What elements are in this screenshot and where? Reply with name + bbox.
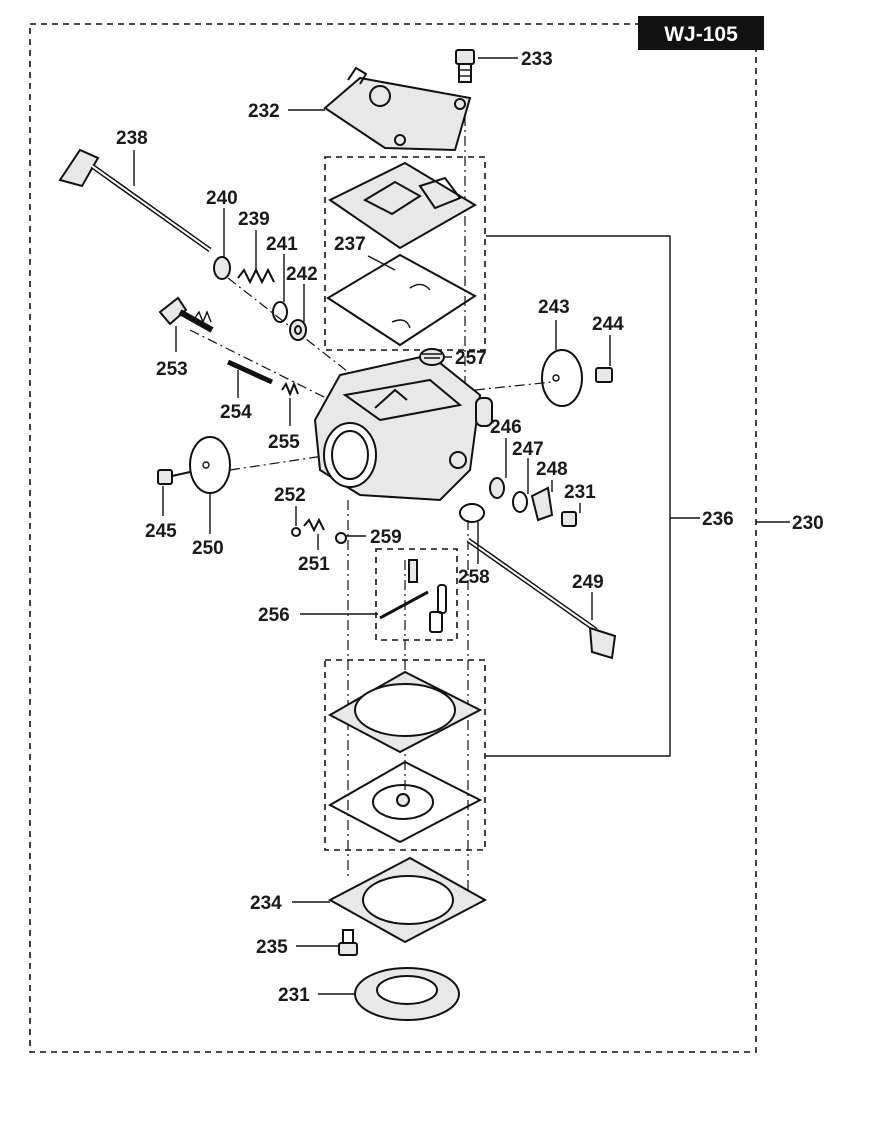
part-259-plug (335, 532, 347, 544)
part-231-screw-small (561, 511, 577, 527)
part-235-screw (338, 929, 358, 956)
part-243-plate (541, 349, 583, 407)
callout-258: 258 (458, 567, 490, 588)
part-250-plate (189, 436, 231, 494)
axis-pump-cover (227, 277, 353, 376)
part-245-screw (157, 469, 191, 485)
part-246-seal (489, 477, 505, 499)
axis-plate-250 (229, 454, 331, 471)
part-carburetor-body (313, 353, 493, 502)
part-249-shaft (466, 537, 617, 660)
callout-240: 240 (206, 188, 238, 209)
callout-259: 259 (370, 527, 402, 548)
callout-244: 244 (592, 314, 624, 335)
callout-232: 232 (248, 101, 280, 122)
callout-241: 241 (266, 234, 298, 255)
part-241-clip (272, 301, 288, 323)
kit-bracket (486, 235, 671, 757)
callout-237: 237 (334, 234, 366, 255)
part-232-pump-cover (323, 66, 472, 152)
callout-257: 257 (455, 348, 487, 369)
part-244-screw (595, 367, 613, 383)
callout-254: 254 (220, 402, 252, 423)
callout-234: 234 (250, 893, 282, 914)
leader-237 (367, 255, 396, 271)
callout-236: 236 (702, 509, 734, 530)
part-236-diaphragm-lower (327, 760, 483, 844)
part-236-gasket-lower (327, 670, 483, 754)
callout-251: 251 (298, 554, 330, 575)
part-255-spring (281, 381, 299, 397)
part-252-ball (291, 527, 301, 537)
callout-245: 245 (145, 521, 177, 542)
part-242-seal (289, 319, 307, 341)
callout-231-small: 231 (564, 482, 596, 503)
part-248-lever (530, 486, 554, 522)
callout-255: 255 (268, 432, 300, 453)
callout-252: 252 (274, 485, 306, 506)
callout-246: 246 (490, 417, 522, 438)
callout-238: 238 (116, 128, 148, 149)
callout-239: 239 (238, 209, 270, 230)
part-237-gasket-upper (328, 161, 477, 250)
part-257-screen (419, 348, 445, 366)
part-254-needle (226, 359, 274, 385)
callout-230: 230 (792, 513, 824, 534)
callout-231-filter: 231 (278, 985, 310, 1006)
callout-242: 242 (286, 264, 318, 285)
callout-249: 249 (572, 572, 604, 593)
gasket-kit-box-upper (324, 156, 486, 351)
callout-250: 250 (192, 538, 224, 559)
part-240-washer (213, 256, 231, 280)
callout-243: 243 (538, 297, 570, 318)
part-258-valve (459, 503, 485, 523)
model-tag: WJ-105 (638, 16, 764, 50)
callout-256: 256 (258, 605, 290, 626)
model-tag-text: WJ-105 (664, 23, 738, 46)
callout-247: 247 (512, 439, 544, 460)
part-231-filter (354, 967, 460, 1021)
callout-233: 233 (521, 49, 553, 70)
axis-screw-253 (189, 329, 331, 401)
part-256-needle-lever (379, 559, 447, 633)
callout-248: 248 (536, 459, 568, 480)
assembly-frame (29, 23, 757, 1053)
callout-235: 235 (256, 937, 288, 958)
callout-253: 253 (156, 359, 188, 380)
part-238-shaft (58, 148, 212, 253)
part-237-diaphragm-upper (326, 253, 477, 347)
part-234-cover (327, 856, 488, 944)
part-233-screw (455, 49, 475, 83)
axis-plate-243 (474, 381, 553, 391)
part-247-washer (512, 491, 528, 513)
needle-lever-kit-box (375, 548, 458, 641)
part-253-adjust-screw (158, 296, 214, 333)
part-251-spring (303, 517, 325, 533)
